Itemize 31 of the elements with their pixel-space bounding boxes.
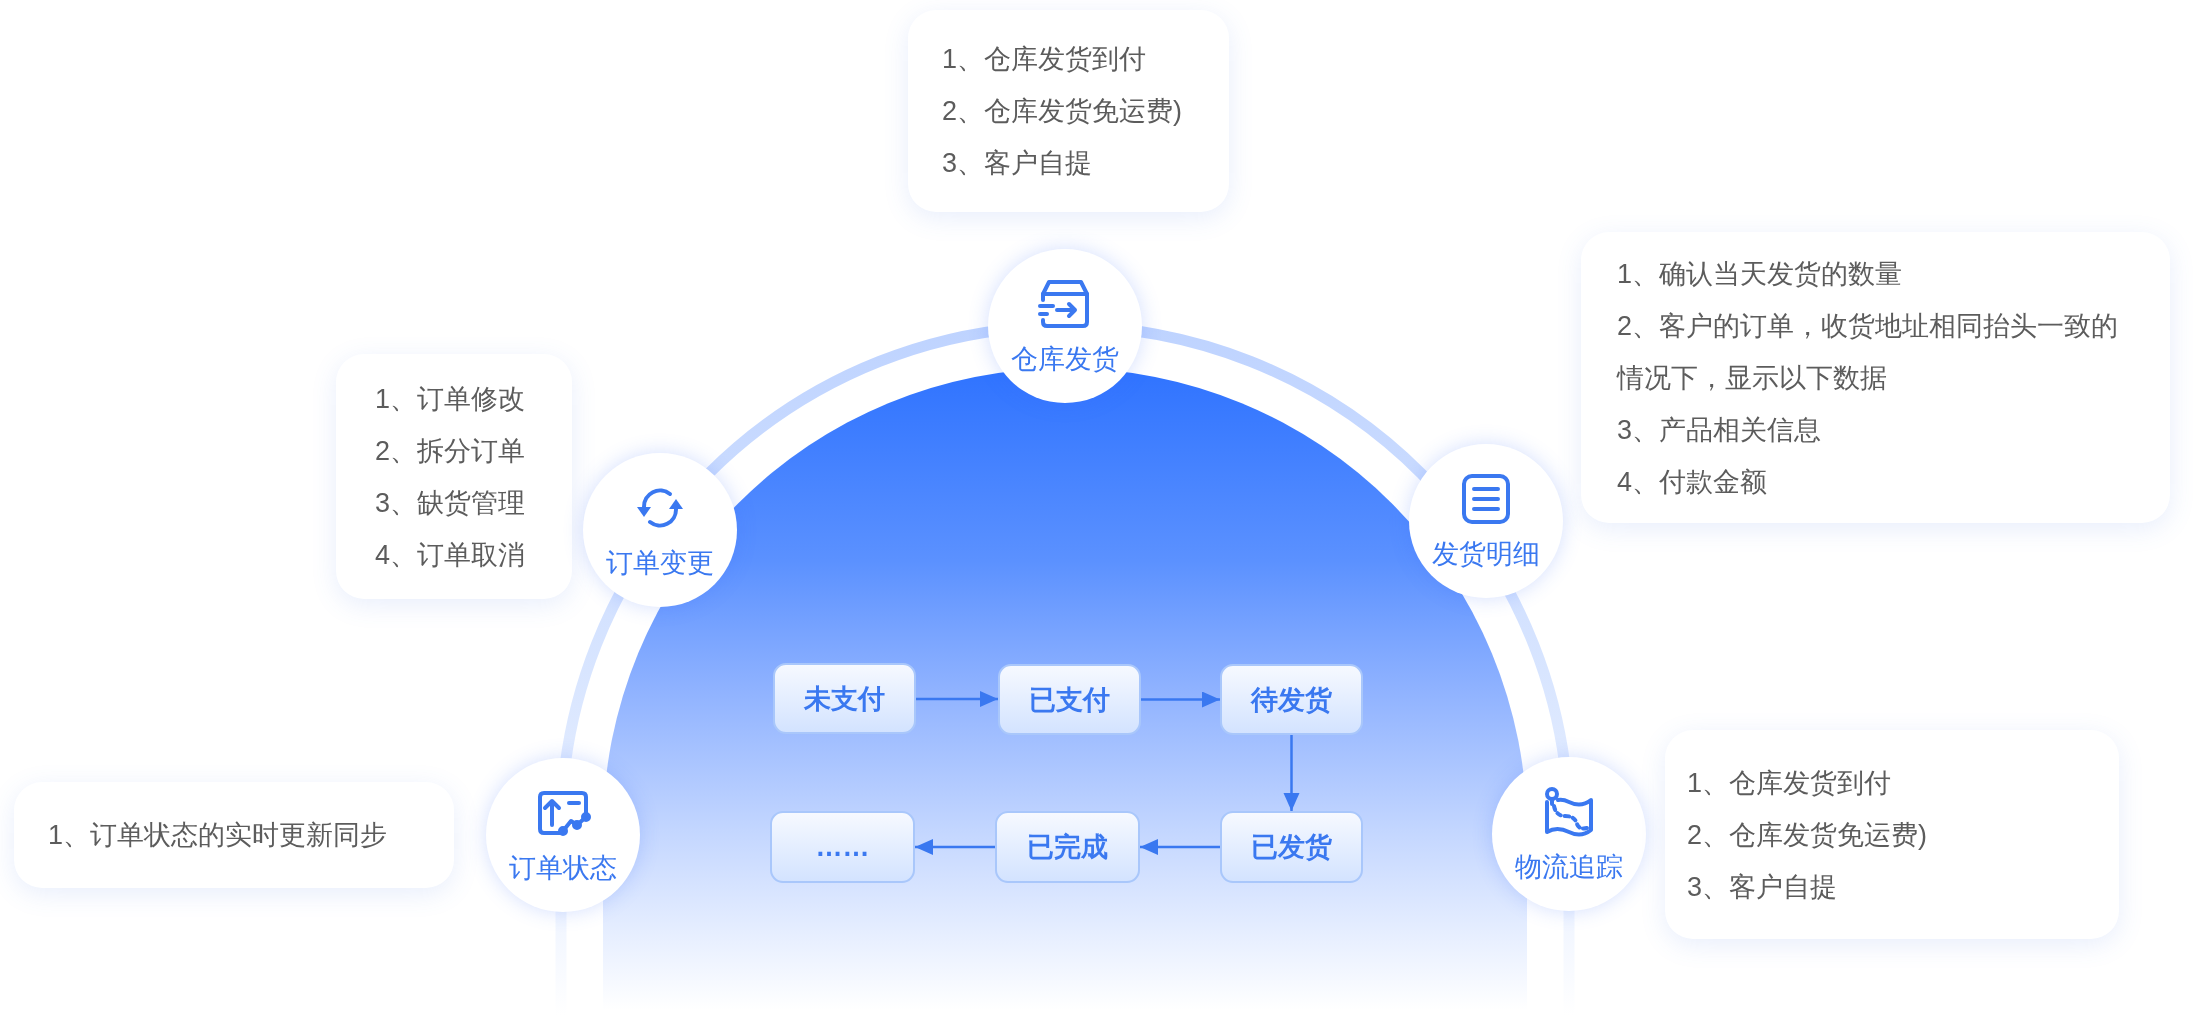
status-box: …… (770, 811, 915, 883)
arrow (916, 691, 998, 707)
circle-label: 仓库发货 (1011, 344, 1119, 374)
list-item: 1、确认当天发货的数量 (1617, 257, 1903, 291)
arrow (915, 839, 995, 855)
status-box: 已发货 (1220, 811, 1363, 883)
list-item: 3、缺货管理 (375, 486, 526, 520)
list-item: 2、仓库发货免运费) (1687, 818, 1927, 852)
list-item: 2、客户的订单，收货地址相同抬头一致的情况下，显示以下数据 (1617, 309, 2120, 395)
list-item: 4、订单取消 (375, 538, 526, 572)
arrow (1141, 691, 1220, 708)
status-box: 待发货 (1220, 664, 1363, 735)
list-item: 2、仓库发货免运费) (942, 95, 1182, 128)
circle-label: 发货明细 (1432, 539, 1540, 569)
arrow (1283, 735, 1300, 811)
list-item: 1、订单修改 (375, 382, 526, 416)
list-item: 1、仓库发货到付 (1687, 766, 1892, 800)
list-item: 3、客户自提 (1687, 870, 1838, 904)
status-box: 未支付 (773, 663, 916, 734)
list-item: 1、订单状态的实时更新同步 (48, 819, 388, 852)
status-box: 已支付 (998, 664, 1141, 735)
list-item: 4、付款金额 (1617, 465, 1768, 499)
list-item: 1、仓库发货到付 (942, 43, 1147, 76)
circle-label: 订单变更 (606, 548, 714, 578)
list-item: 3、产品相关信息 (1617, 413, 1822, 447)
status-box: 已完成 (995, 811, 1140, 883)
list-item: 2、拆分订单 (375, 434, 526, 468)
circle-label: 订单状态 (509, 853, 617, 883)
list-item: 3、客户自提 (942, 147, 1093, 180)
circle-label: 物流追踪 (1515, 852, 1623, 882)
arrow (1140, 839, 1220, 855)
